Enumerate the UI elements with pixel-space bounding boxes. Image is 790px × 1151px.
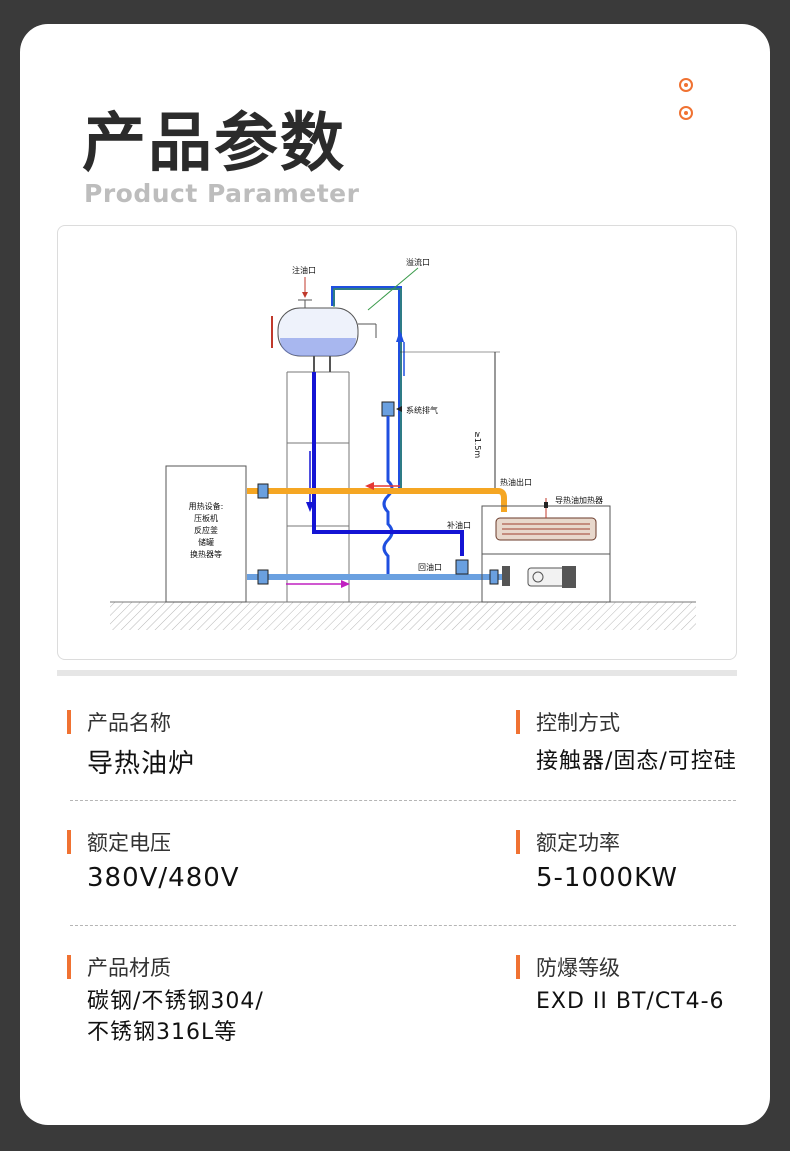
dot-icon: [679, 78, 693, 92]
page-title: 产品参数: [82, 107, 346, 181]
heat-equipment-box: [165, 465, 247, 603]
system-diagram: 注油口 溢流口 系统排气 ≥1.5m: [57, 225, 737, 660]
equip-label-1: 压板机: [194, 513, 218, 523]
return-oil-label: 回油口: [418, 562, 442, 572]
section-divider: [57, 670, 737, 676]
accent-bar: [516, 710, 520, 734]
oil-inlet-label: 注油口: [292, 265, 316, 275]
heater-label: 导热油加热器: [555, 495, 603, 505]
ground-hatch: [110, 602, 696, 630]
equip-label-4: 换热器等: [190, 549, 222, 559]
param-label: 控制方式: [536, 711, 620, 735]
dashed-divider: [70, 925, 736, 926]
piping-diagram-svg: 注油口 溢流口 系统排气 ≥1.5m: [110, 257, 696, 630]
equip-label-2: 反应釜: [194, 525, 218, 535]
supply-pipe: [312, 372, 464, 556]
dot-icon: [679, 106, 693, 120]
param-label: 防爆等级: [536, 956, 620, 980]
param-value: 导热油炉: [87, 749, 196, 779]
accent-bar: [67, 830, 71, 854]
makeup-oil-label: 补油口: [447, 520, 471, 530]
param-label: 额定电压: [87, 831, 171, 855]
expansion-tank: [271, 299, 377, 372]
accent-bar: [67, 710, 71, 734]
param-value: EXD II BT/CT4-6: [536, 989, 725, 1014]
accent-bar: [516, 955, 520, 979]
overflow-label: 溢流口: [406, 257, 430, 267]
accent-bar: [67, 955, 71, 979]
param-value: 380V/480V: [87, 863, 240, 893]
dashed-divider: [70, 800, 736, 801]
tank-support-tower: [286, 371, 350, 602]
overflow-pipe: [331, 286, 402, 489]
param-label: 额定功率: [536, 831, 620, 855]
product-card: 产品参数 Product Parameter: [20, 24, 770, 1125]
accent-bar: [516, 830, 520, 854]
param-label: 产品材质: [87, 956, 171, 980]
equip-label-3: 储罐: [198, 537, 214, 547]
decorative-dots: [679, 78, 693, 134]
param-value: 碳钢/不锈钢304/ 不锈钢316L等: [87, 989, 264, 1045]
hot-oil-pipe: [247, 488, 507, 512]
height-label: ≥1.5m: [473, 431, 482, 458]
exhaust-label: 系统排气: [406, 405, 438, 415]
param-label: 产品名称: [87, 711, 171, 735]
hot-oil-outlet-label: 热油出口: [500, 477, 532, 487]
param-value: 接触器/固态/可控硅: [536, 749, 737, 774]
param-value: 5-1000KW: [536, 863, 678, 893]
page-subtitle: Product Parameter: [84, 179, 360, 208]
equip-title-label: 用热设备:: [189, 501, 224, 511]
oil-heater-unit: [481, 498, 611, 603]
